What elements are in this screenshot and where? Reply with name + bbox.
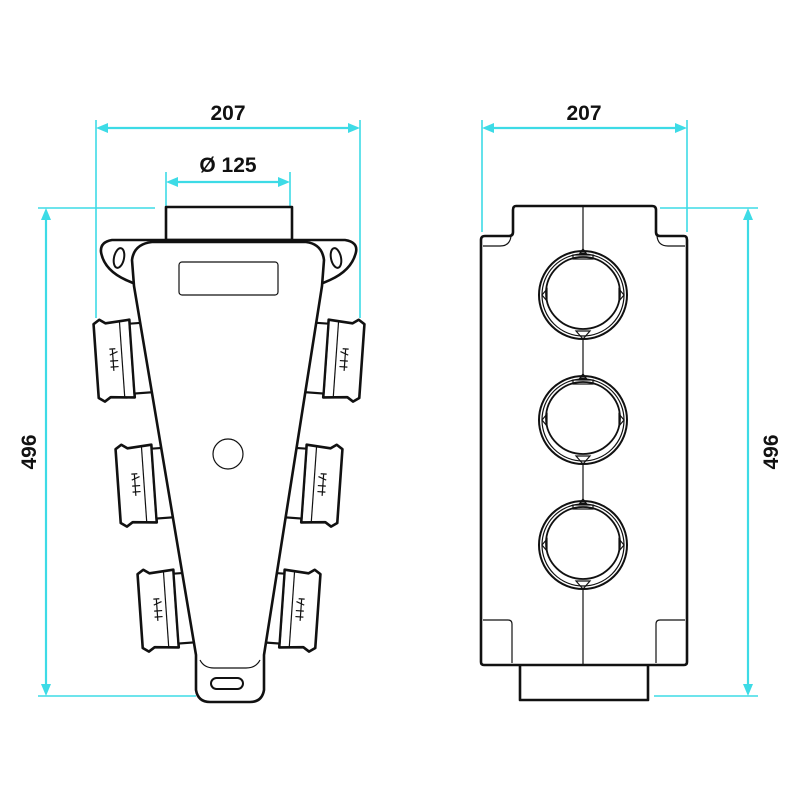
collar-diameter-dimension: Ø 125 — [165, 154, 291, 206]
side-view-plenum — [479, 204, 689, 702]
front-width-label: 207 — [210, 102, 245, 125]
front-view-plenum — [91, 205, 367, 704]
side-height-label: 496 — [760, 434, 783, 469]
flange-hole-right — [329, 247, 343, 269]
label-plate — [178, 261, 279, 296]
front-height-label: 496 — [18, 434, 41, 469]
plenum-body — [130, 240, 326, 704]
outlet-port-3 — [538, 498, 628, 590]
front-height-dimension: 496 — [18, 207, 196, 697]
side-height-dimension: 496 — [654, 207, 783, 697]
top-collar — [164, 205, 294, 242]
outlet-port-2 — [538, 373, 628, 465]
front-width-dimension: 207 — [95, 102, 361, 318]
side-width-label: 207 — [566, 102, 601, 125]
side-width-dimension: 207 — [481, 102, 688, 232]
bottom-slot — [210, 677, 244, 690]
collar-diameter-label: Ø 125 — [199, 154, 257, 177]
outlet-port-1 — [538, 248, 628, 340]
flange-hole-left — [112, 247, 126, 269]
center-hole — [212, 438, 244, 470]
